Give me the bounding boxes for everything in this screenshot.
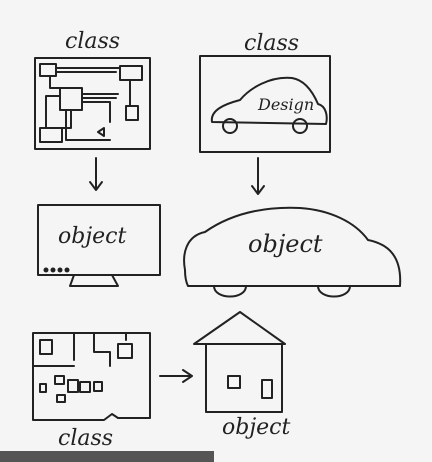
floorplan-class-box	[32, 332, 151, 421]
car-design-class-box	[199, 55, 331, 153]
arrow-down-left	[89, 157, 103, 191]
label-design: Design	[257, 95, 314, 114]
label-object-car: object	[248, 230, 323, 258]
monitor-buttons	[43, 267, 70, 273]
circuit-class-box	[34, 57, 151, 150]
label-class-floorplan: class	[58, 426, 113, 451]
label-class-right: class	[244, 31, 299, 56]
label-class-left: class	[65, 29, 120, 54]
arrow-right	[159, 369, 193, 383]
label-object-house: object	[222, 415, 290, 440]
arrow-down-right	[251, 157, 265, 195]
bottom-bar	[0, 451, 214, 462]
house-object	[193, 311, 286, 413]
monitor-object	[37, 204, 161, 287]
label-object-monitor: object	[58, 224, 126, 249]
car-object	[183, 206, 402, 298]
